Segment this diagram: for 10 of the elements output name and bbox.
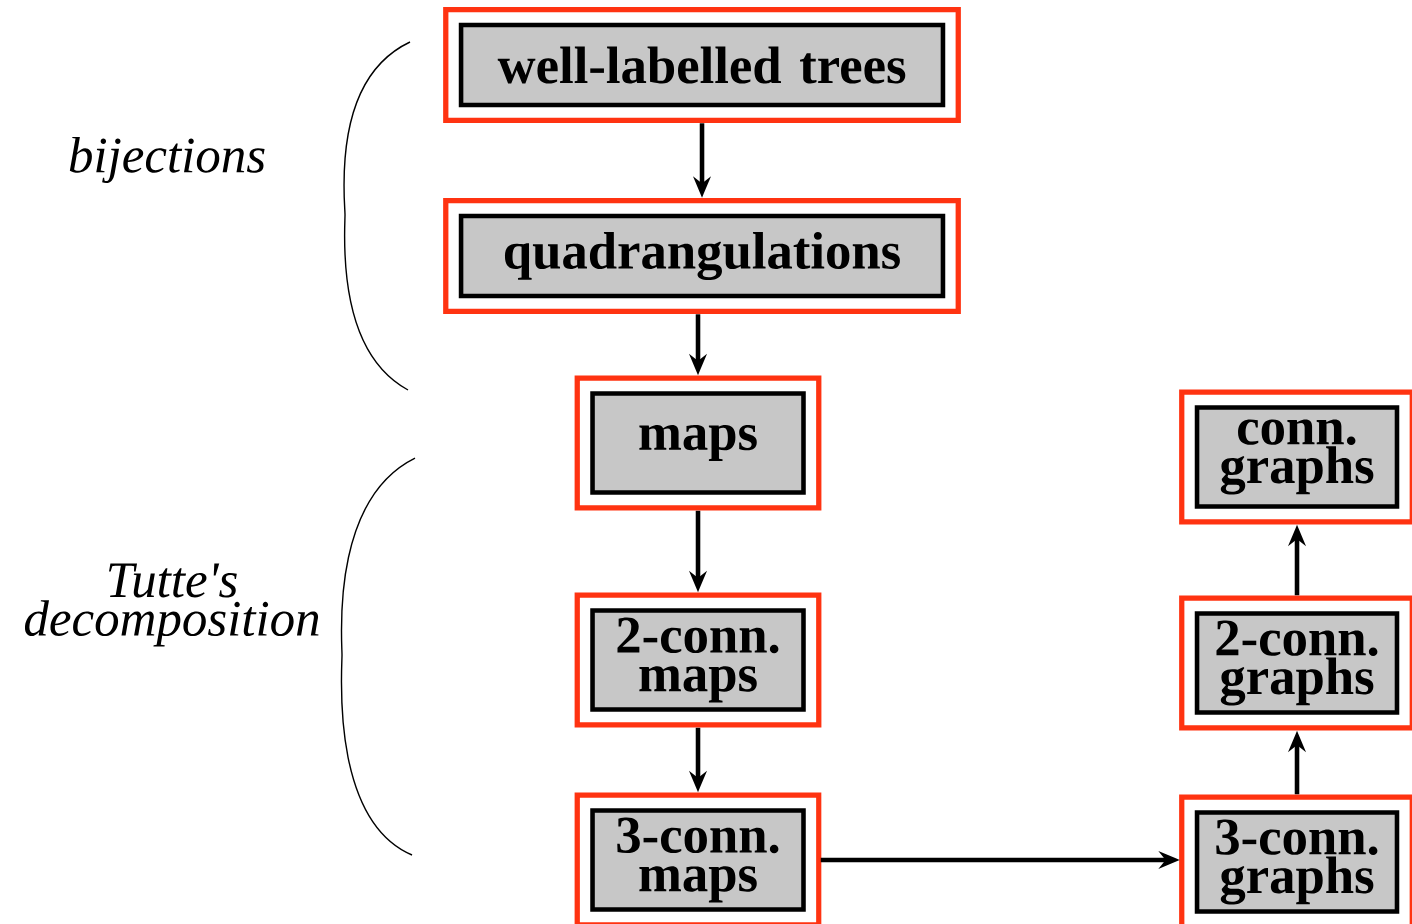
side-label: Tutte's decomposition [24,563,319,647]
process-box: well-labelled trees [443,7,961,123]
process-box: 2-conn. graphs [1179,595,1412,731]
process-box: 2-conn. maps [574,592,822,728]
process-box: conn. graphs [1179,389,1412,525]
process-box: quadrangulations [443,198,961,314]
side-label: bijections [69,136,265,184]
process-box: maps [574,375,822,511]
process-box: 3-conn. graphs [1179,794,1412,924]
process-box: 3-conn. maps [574,792,822,924]
